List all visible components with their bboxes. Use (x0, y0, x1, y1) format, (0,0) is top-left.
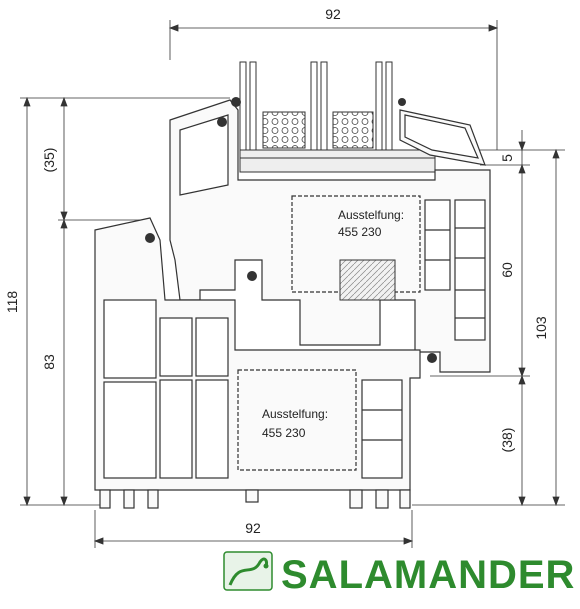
brand-name: SALAMANDER (281, 553, 575, 597)
dim-left-lower: 83 (41, 354, 57, 370)
glazing-unit (239, 61, 436, 173)
lower-reinforcement-label: Ausstelfung: (262, 407, 328, 421)
upper-reinforcement-code: 455 230 (338, 225, 382, 239)
gaskets (145, 97, 437, 363)
upper-reinforcement: Ausstelfung: 455 230 (291, 195, 421, 301)
salamander-lizard-icon (223, 551, 273, 591)
sash-profile (169, 99, 491, 373)
dimension-lines (20, 20, 565, 548)
frame-profile (94, 217, 421, 509)
dim-right-total: 103 (533, 316, 549, 340)
lower-reinforcement-code: 455 230 (262, 426, 306, 440)
dim-right-small: 5 (499, 154, 515, 162)
brand-logo: SALAMANDER (223, 551, 575, 597)
dim-right-mid: 60 (499, 262, 515, 278)
dim-left-total: 118 (4, 291, 20, 314)
dim-bottom-width: 92 (245, 520, 261, 536)
lower-reinforcement: Ausstelfung: 455 230 (237, 369, 357, 471)
dim-right-lower: (38) (499, 428, 515, 453)
dim-left-upper: (35) (41, 148, 57, 173)
dim-top-width: 92 (325, 6, 341, 22)
upper-reinforcement-label: Ausstelfung: (338, 208, 404, 222)
